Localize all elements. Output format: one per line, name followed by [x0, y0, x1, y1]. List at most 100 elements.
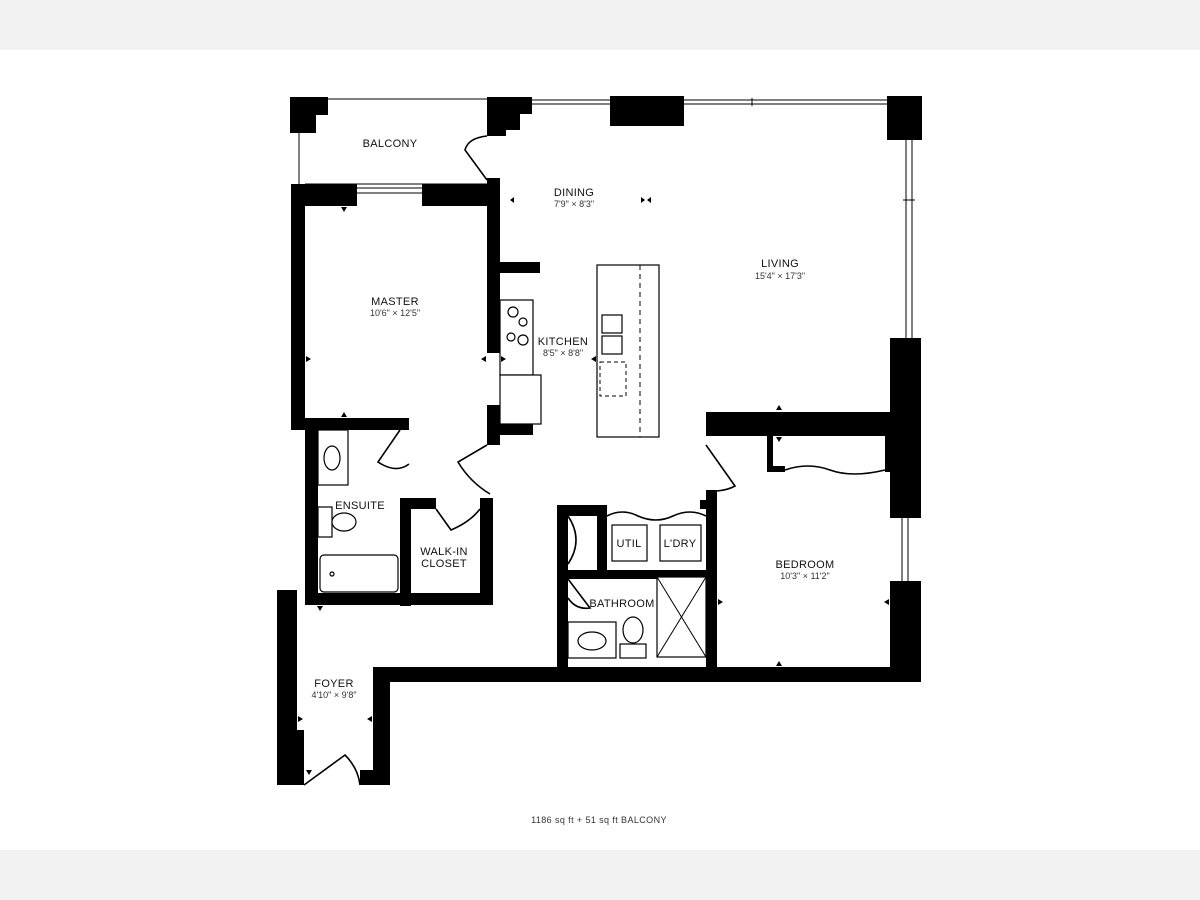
- walkin-door: [435, 508, 481, 531]
- stove-burner-1: [507, 306, 519, 318]
- marker-dining-left: [510, 197, 514, 203]
- top-right-corner-column: [887, 96, 922, 140]
- marker-foyer-bottom: [306, 770, 312, 775]
- bottom-right-corner-column: [890, 581, 921, 682]
- right-window-bedroom: [901, 518, 909, 581]
- area-summary: 1186 sq ft + 51 sq ft BALCONY: [531, 815, 667, 825]
- foyer-label: FOYER: [314, 678, 353, 690]
- sink-basin-1: [601, 314, 623, 334]
- marker-bedroom-top: [776, 437, 782, 442]
- master-left-wall: [291, 184, 305, 430]
- balcony-door: [464, 135, 488, 181]
- marker-bedroom-left: [718, 599, 723, 605]
- bathroom-left-wall: [557, 505, 568, 682]
- master-window: [357, 187, 422, 194]
- balcony-label: BALCONY: [363, 138, 418, 150]
- fridge: [499, 374, 542, 425]
- util-unit: [611, 524, 648, 562]
- master-door: [456, 444, 491, 495]
- sink-basin-2: [601, 335, 623, 355]
- marker-foyer-top: [317, 606, 323, 611]
- bathroom-sink: [577, 631, 607, 651]
- stove-burner-3: [506, 332, 516, 342]
- balcony-corner-column: [290, 97, 328, 133]
- marker-master-right: [481, 356, 486, 362]
- marker-kitchen-left: [501, 356, 506, 362]
- kitchen-label: KITCHEN: [538, 336, 588, 348]
- bedroom-closet-right: [885, 436, 893, 472]
- walls: [277, 96, 922, 785]
- bedroom-label: BEDROOM: [776, 559, 835, 571]
- dimension-markers: [298, 197, 889, 775]
- floor-plan-canvas: BALCONY DINING 7'9" × 8'3" LIVING 15'4" …: [0, 50, 1200, 850]
- master-dims: 10'6" × 12'5": [370, 308, 420, 318]
- stove-burner-4: [517, 334, 529, 346]
- foyer-left-wall-upper: [277, 590, 297, 730]
- utility-top-wall: [557, 505, 607, 516]
- balcony-railing: [298, 98, 487, 184]
- bedroom-right-column-upper: [890, 338, 921, 518]
- dining-top-column: [487, 97, 532, 136]
- laundry-top-wall: [700, 500, 717, 509]
- walkin-label-line1: WALK-IN: [420, 546, 468, 558]
- floor-plan-drawing: BALCONY DINING 7'9" × 8'3" LIVING 15'4" …: [277, 96, 922, 825]
- master-label: MASTER: [371, 296, 419, 308]
- living-dims: 15'4" × 17'3": [755, 271, 805, 281]
- marker-bedroom-bottom: [776, 661, 782, 666]
- dining-label: DINING: [554, 187, 594, 199]
- marker-living-left: [647, 197, 651, 203]
- ensuite-sink: [323, 445, 341, 471]
- bedroom-closet-stub: [767, 436, 773, 470]
- marker-kitchen-right: [591, 356, 596, 362]
- dishwasher: [599, 361, 627, 397]
- living-label: LIVING: [761, 258, 799, 270]
- room-labels: BALCONY DINING 7'9" × 8'3" LIVING 15'4" …: [311, 138, 834, 825]
- ensuite-walkin-divider: [400, 498, 411, 606]
- laundry-unit: [659, 524, 702, 562]
- doors: [303, 135, 886, 786]
- master-top-wall-right: [422, 184, 488, 206]
- bathroom-label: BATHROOM: [589, 598, 654, 610]
- marker-master-top: [341, 207, 347, 212]
- bathroom-top-wall: [557, 570, 707, 579]
- marker-master-left: [306, 356, 311, 362]
- bedroom-door: [705, 444, 737, 492]
- bedroom-top-wall: [706, 412, 921, 436]
- entry-door: [303, 753, 361, 786]
- kitchen-upper-stub: [487, 262, 540, 273]
- utility-doors: [567, 511, 707, 565]
- marker-foyer-right: [367, 716, 372, 722]
- bedroom-dims: 10'3" × 11'2": [780, 571, 829, 581]
- master-bottom-wall: [291, 418, 409, 430]
- ensuite-bathtub: [319, 554, 399, 593]
- foyer-left-wall-lower: [277, 730, 304, 785]
- util-label: UTIL: [616, 538, 641, 550]
- bedroom-closet-doors: [784, 465, 886, 475]
- foyer-right-wall: [373, 672, 390, 785]
- foyer-dims: 4'10" × 9'8": [311, 690, 356, 700]
- foyer-door-jamb: [360, 770, 390, 785]
- right-window-living: [903, 140, 915, 338]
- dining-dims: 7'9" × 8'3": [554, 199, 594, 209]
- bedroom-closet-stub-foot: [767, 466, 785, 472]
- kitchen-lower-stub: [487, 424, 533, 435]
- ensuite-bottom-wall: [305, 593, 493, 605]
- ldry-label: L'DRY: [664, 538, 697, 550]
- marker-living-bottom: [776, 405, 782, 410]
- bathroom-toilet-tank: [619, 643, 647, 659]
- top-window: [532, 98, 887, 106]
- bathroom-right-wall: [706, 490, 717, 682]
- fixtures: [317, 264, 707, 659]
- ensuite-label: ENSUITE: [335, 500, 385, 512]
- kitchen-dims: 8'5" × 8'8": [543, 348, 583, 358]
- utility-right-divider: [597, 505, 607, 575]
- master-top-wall-left: [291, 184, 357, 206]
- marker-foyer-left: [298, 716, 303, 722]
- walkin-right-wall: [480, 498, 493, 605]
- bathtub-drain: [329, 571, 335, 577]
- ensuite-door: [376, 429, 410, 470]
- marker-bedroom-right: [884, 599, 889, 605]
- bathroom-toilet-bowl: [622, 616, 644, 644]
- bathroom-door: [567, 578, 592, 610]
- marker-master-bottom: [341, 412, 347, 417]
